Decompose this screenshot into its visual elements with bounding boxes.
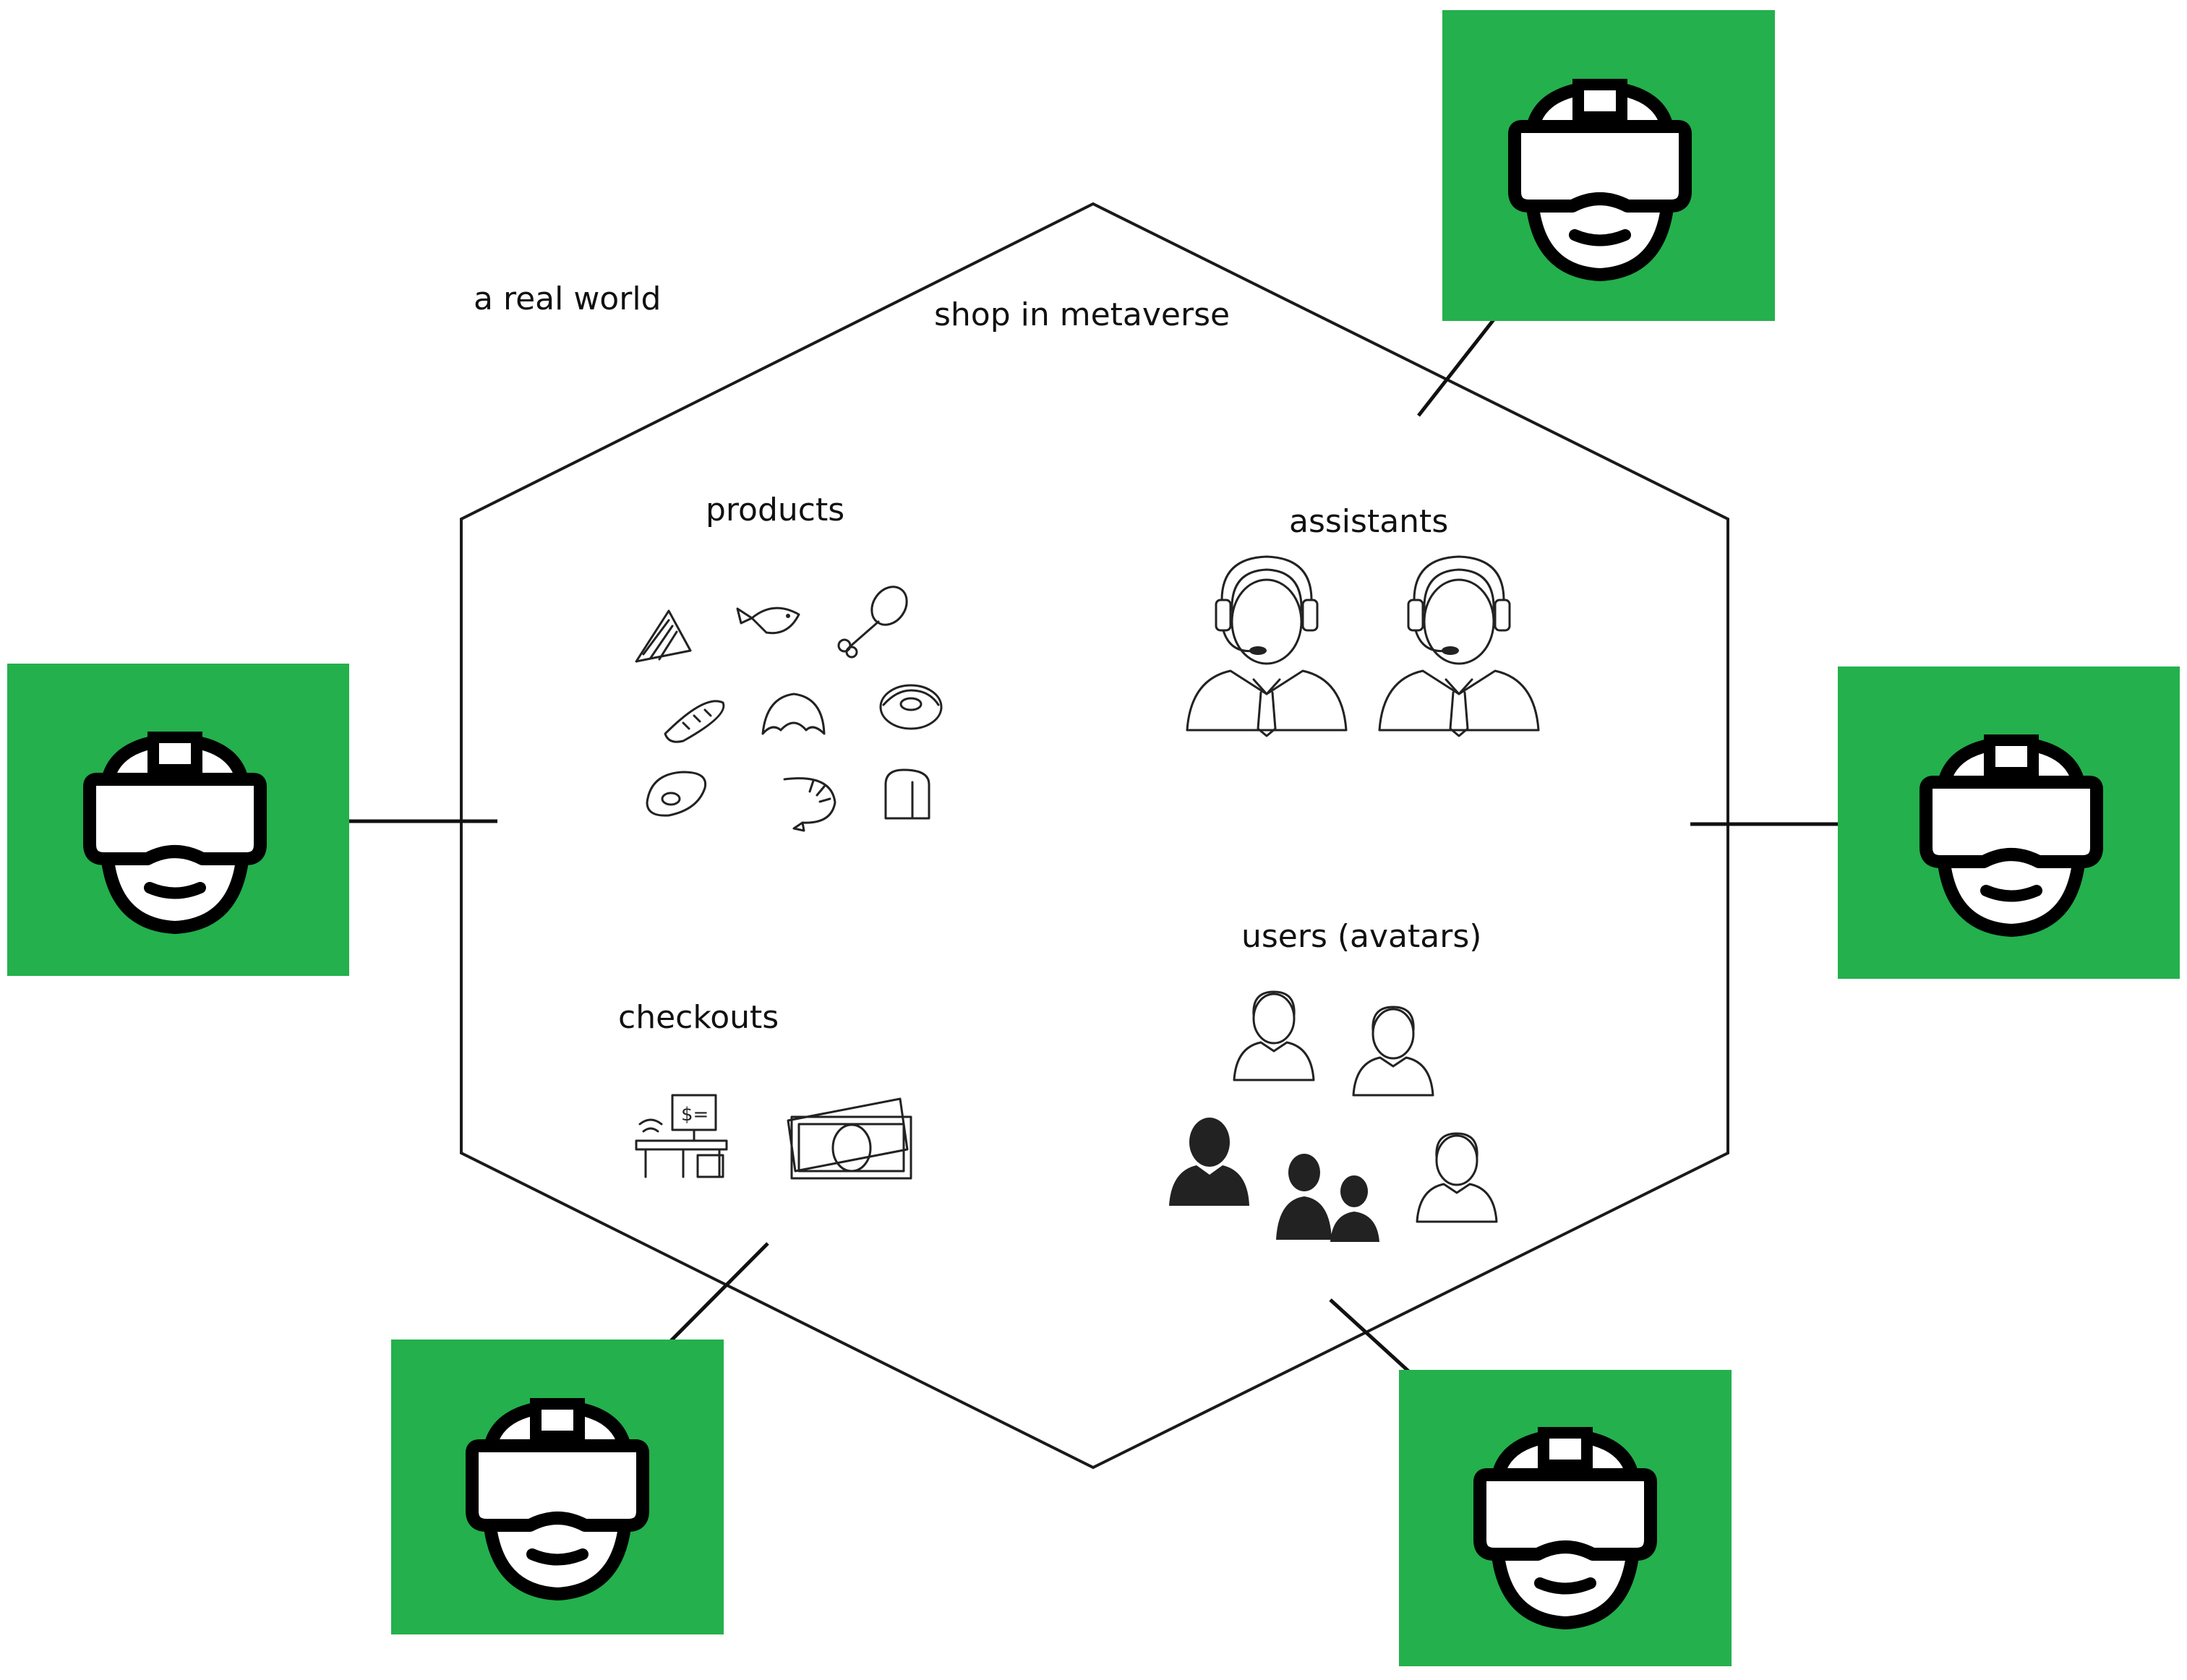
bread-icon [664,700,725,743]
user-avatar-woman-icon [1416,1132,1498,1223]
vr-headset-person-icon [1515,85,1685,275]
vr-headset-person-icon [90,737,260,927]
assistant-icon [1378,555,1540,737]
metaverse-shop-hexagon [460,202,1729,1470]
cash-money-icon [787,1097,912,1180]
sandwich-icon [635,609,692,663]
shrimp-icon [783,777,836,832]
assistants-label: assistants [1289,503,1448,540]
bread-slice-icon [884,768,930,820]
vr-headset-person-icon [472,1404,643,1594]
user-avatar-man-icon [1352,1006,1434,1097]
vr-user-top-right [1442,10,1775,321]
user-avatar-family-icon [1276,1154,1379,1242]
vr-headset-person-icon [1480,1433,1651,1623]
checkouts-label: checkouts [618,999,779,1036]
user-avatar-woman-icon [1233,990,1315,1081]
steak-icon [646,771,707,817]
vr-user-right [1838,667,2180,979]
croissant-icon [761,693,826,735]
vr-user-bottom-left [391,1340,724,1634]
fish-icon [736,607,800,635]
metaverse-shop-label: shop in metaverse [934,296,1230,333]
svg-text:$=: $= [681,1104,709,1126]
donut-icon [879,684,943,730]
products-label: products [706,492,844,528]
real-world-label: a real world [474,280,661,317]
chicken-leg-icon [837,586,908,659]
cash-register-desk-icon: $= [635,1094,728,1178]
products-icons [635,586,943,832]
user-avatar-man-filled-icon [1169,1118,1249,1206]
assistant-icon [1186,555,1348,737]
vr-user-bottom-right [1399,1370,1732,1666]
users-label: users (avatars) [1241,918,1481,955]
vr-user-left [7,664,349,976]
vr-headset-person-icon [1926,740,2097,930]
